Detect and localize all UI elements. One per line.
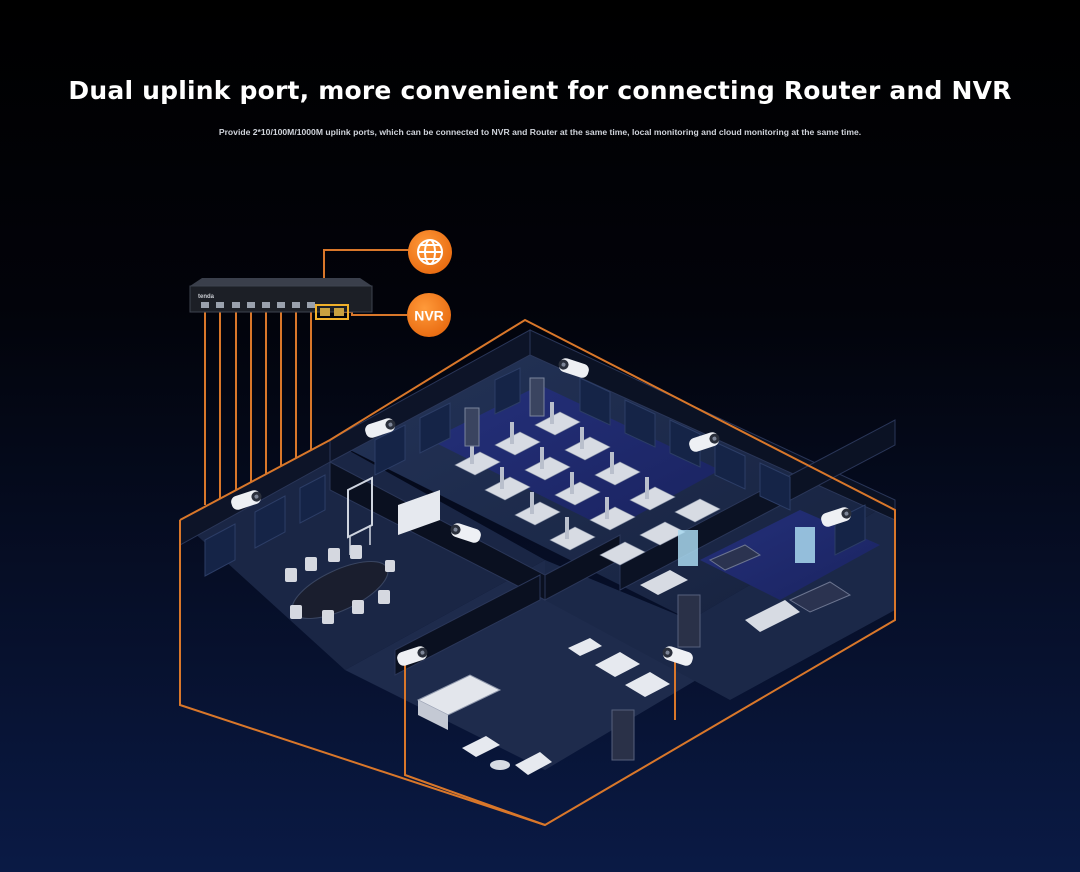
floor-lower-right [545, 500, 895, 700]
switch-brand-label: tenda [198, 294, 215, 300]
camera-icon [558, 358, 589, 378]
camera-icon [662, 646, 693, 666]
page-subtitle: Provide 2*10/100M/1000M uplink ports, wh… [218, 127, 862, 137]
camera-icon [450, 523, 481, 543]
nvr-node: NVR [407, 293, 451, 337]
page-title: Dual uplink port, more convenient for co… [68, 76, 1012, 105]
globe-icon [417, 239, 443, 265]
wall-windows [204, 367, 866, 577]
network-cabling [179, 249, 896, 827]
cameras [231, 358, 852, 666]
camera-icon [689, 432, 720, 452]
wall-partition-3 [394, 574, 541, 676]
whiteboard [347, 476, 440, 555]
internet-router-node [408, 230, 452, 274]
meeting-table [285, 545, 395, 624]
server-racks [464, 377, 701, 761]
desk-partitions [470, 402, 649, 539]
uplink-ports-highlight [315, 304, 349, 320]
camera-icon [231, 490, 262, 510]
floor-meeting-room [180, 440, 545, 670]
poe-switch: tenda [189, 278, 373, 320]
building-outline [179, 318, 896, 827]
camera-icon [365, 418, 396, 438]
nvr-label: NVR [414, 308, 444, 324]
reception-area [640, 527, 852, 632]
building [179, 329, 896, 775]
camera-icon [821, 507, 852, 527]
lounge-furniture [416, 638, 670, 775]
camera-icon [397, 646, 428, 666]
switch-ports [201, 302, 315, 308]
